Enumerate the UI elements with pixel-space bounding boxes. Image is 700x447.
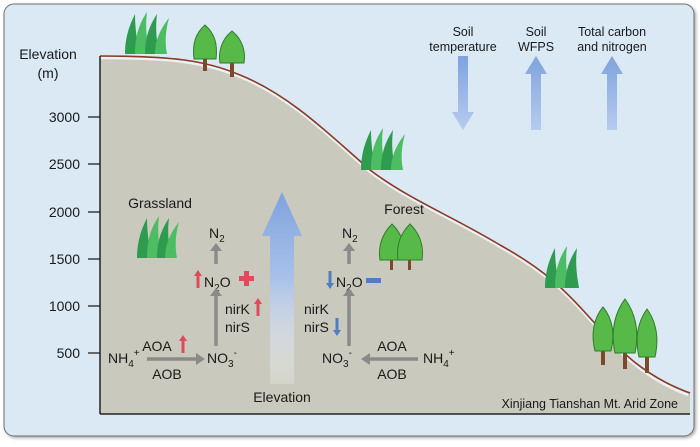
forest-n2o-to-n2-arrowhead — [343, 243, 355, 251]
forest-no3: NO3- — [322, 348, 352, 370]
grassland-nirk: nirK — [225, 301, 251, 317]
forest-nirk: nirK — [304, 301, 330, 317]
grassland-grass-icon — [137, 216, 179, 258]
zone-label: Xinjiang Tianshan Mt. Arid Zone — [502, 397, 679, 411]
y-axis-label: Elevation — [19, 46, 77, 62]
tick-label-3000: 3000 — [49, 109, 80, 125]
tick-label-500: 500 — [57, 345, 81, 361]
grassland-nirk-increase-arrow-icon — [254, 298, 262, 316]
tree-icon-bottom — [592, 298, 658, 373]
soil-temperature-down-arrow-icon — [452, 56, 474, 130]
grassland-no3-to-n2o-arrowhead — [210, 288, 222, 296]
grass-icon-top — [125, 12, 169, 54]
grassland-n2: N2 — [209, 225, 225, 245]
grassland-aob: AOB — [152, 366, 182, 382]
soil-wfps-up-arrow-icon — [525, 56, 547, 130]
grassland-nirs: nirS — [225, 319, 250, 335]
elevation-arrow-icon — [262, 192, 302, 384]
forest-title: Forest — [384, 201, 424, 217]
forest-aob: AOB — [377, 366, 407, 382]
grass-icon-lower-slope — [545, 246, 579, 288]
grass-icon-mid-slope — [361, 128, 405, 170]
grassland-nh4: NH4+ — [108, 348, 140, 370]
forest-nirs-decrease-arrow-icon — [333, 318, 341, 336]
forest-nh4-to-no3-arrowhead — [361, 353, 370, 365]
grassland-n2o-to-n2-arrowhead — [210, 243, 222, 251]
total-cn-up-arrow-icon — [601, 56, 623, 130]
elevation-arrow-label: Elevation — [253, 389, 311, 405]
tick-label-1500: 1500 — [49, 251, 80, 267]
legend-soil-wfps-line1: Soil — [526, 25, 547, 39]
forest-nirs: nirS — [304, 319, 329, 335]
tree-icon-top — [193, 24, 245, 77]
y-axis-unit: (m) — [38, 65, 59, 81]
tick-label-2000: 2000 — [49, 204, 80, 220]
grassland-title: Grassland — [128, 195, 192, 211]
legend-soil-temperature-line2: temperature — [429, 40, 496, 54]
grassland-aoa-increase-arrow-icon — [179, 335, 187, 353]
legend: Soil temperature Soil WFPS Total carbon … — [429, 25, 647, 130]
forest-n2o-decrease-arrow-icon — [326, 271, 334, 289]
tick-label-2500: 2500 — [49, 156, 80, 172]
forest-no3-to-n2o-arrowhead — [343, 288, 355, 296]
grassland-aoa: AOA — [142, 338, 172, 354]
grassland-no3: NO3- — [207, 348, 237, 370]
forest-n2: N2 — [342, 225, 358, 245]
grassland-nh4-to-no3-arrowhead — [196, 353, 205, 365]
forest-n2o-minus-icon — [366, 278, 381, 283]
legend-total-cn-line1: Total carbon — [578, 25, 646, 39]
grassland-n2o-increase-arrow-icon — [194, 270, 202, 288]
grassland-n2o: N2O — [204, 274, 231, 294]
y-axis-ticks: 3000 2500 2000 1500 1000 500 — [49, 109, 100, 361]
grassland-n2o-plus-icon — [239, 271, 254, 286]
forest-panel: Forest N2 N2O nirK nirS AOA AOB NO3- NH4… — [304, 201, 455, 382]
grassland-panel: Grassland N2 N2O nirK nirS AOA AOB NH4+ … — [108, 195, 262, 382]
forest-nh4: NH4+ — [423, 348, 455, 370]
legend-soil-wfps-line2: WFPS — [518, 40, 554, 54]
tick-label-1000: 1000 — [49, 298, 80, 314]
forest-aoa: AOA — [377, 338, 407, 354]
forest-trees-icon — [379, 223, 423, 270]
legend-total-cn-line2: and nitrogen — [577, 40, 647, 54]
legend-soil-temperature-line1: Soil — [453, 25, 474, 39]
